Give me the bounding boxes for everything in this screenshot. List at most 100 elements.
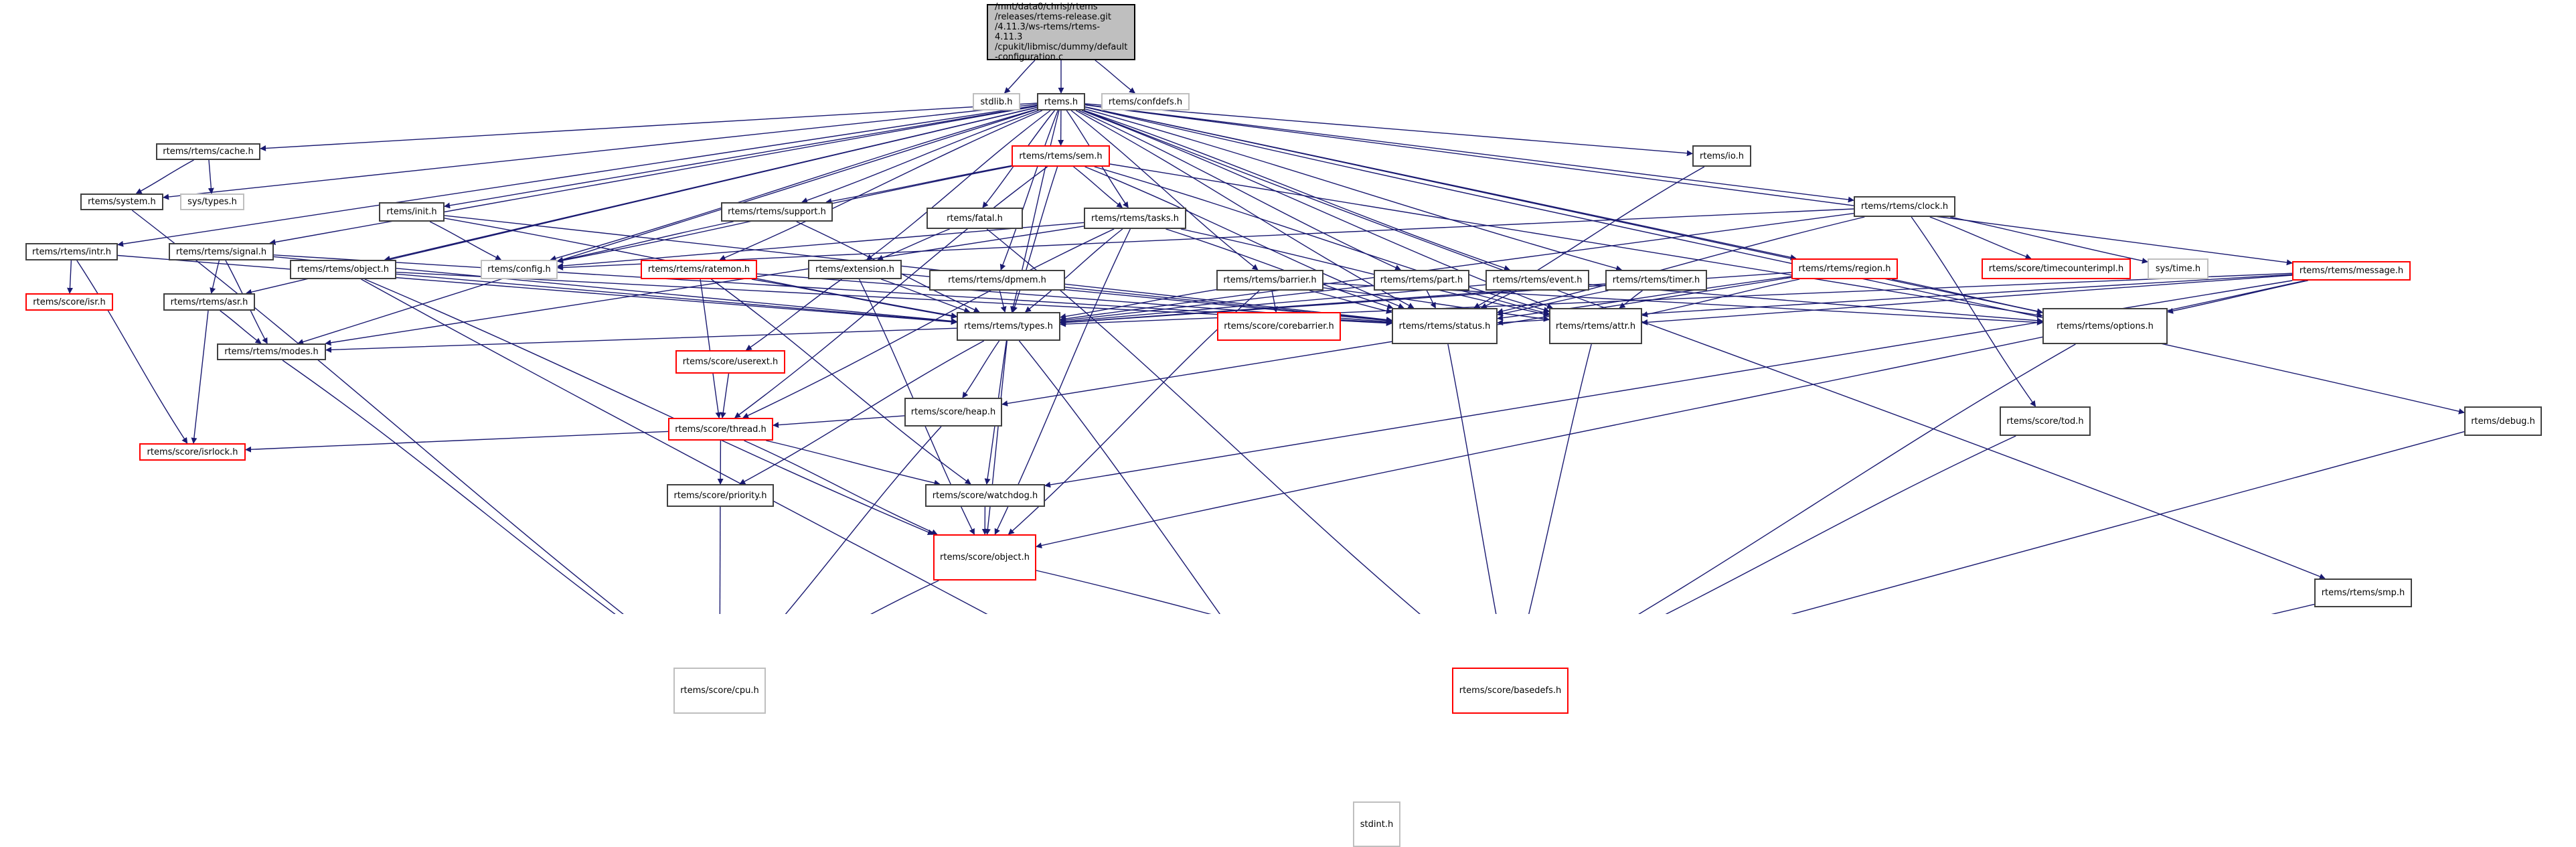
- node-system[interactable]: rtems/system.h: [80, 194, 163, 210]
- node-signal[interactable]: rtems/rtems/signal.h: [169, 243, 274, 260]
- edge-sem-to-support: [826, 166, 1012, 203]
- edge-objecth-to-stdint: [361, 279, 1354, 614]
- edge-userext-to-thread: [722, 374, 729, 418]
- edge-rtems-to-barrier: [1071, 110, 1258, 270]
- node-corebarrier[interactable]: rtems/score/corebarrier.h: [1217, 312, 1341, 341]
- node-cache[interactable]: rtems/rtems/cache.h: [156, 143, 260, 160]
- node-event[interactable]: rtems/rtems/event.h: [1485, 270, 1589, 291]
- edge-types-to-modes: [326, 328, 957, 350]
- node-options[interactable]: rtems/rtems/options.h: [2042, 308, 2168, 344]
- node-extension[interactable]: rtems/extension.h: [808, 260, 902, 279]
- edge-fatal-to-extension: [878, 229, 950, 260]
- node-stdlib: stdlib.h: [973, 93, 1020, 110]
- node-tasks[interactable]: rtems/rtems/tasks.h: [1084, 208, 1186, 229]
- root-path-line: /releases/rtems-release.git: [995, 12, 1111, 22]
- node-io[interactable]: rtems/io.h: [1692, 145, 1751, 167]
- node-systypes: sys/types.h: [180, 194, 244, 210]
- root-path-line: -configuration.c: [995, 52, 1063, 62]
- node-modes[interactable]: rtems/rtems/modes.h: [217, 343, 326, 360]
- edge-clock-to-systime: [1950, 217, 2148, 262]
- node-thread[interactable]: rtems/score/thread.h: [668, 418, 773, 441]
- node-part[interactable]: rtems/rtems/part.h: [1374, 270, 1469, 291]
- node-dpmem[interactable]: rtems/rtems/dpmem.h: [929, 270, 1065, 291]
- node-fatal[interactable]: rtems/fatal.h: [927, 208, 1023, 229]
- node-tod[interactable]: rtems/score/tod.h: [2000, 406, 2091, 436]
- edge-clock-to-types: [1060, 214, 1854, 319]
- edge-message-to-options: [2168, 281, 2308, 312]
- node-message[interactable]: rtems/rtems/message.h: [2292, 261, 2411, 281]
- edge-attr-to-basedefs: [1516, 344, 1591, 614]
- edge-rtems-to-message: [1085, 105, 2292, 263]
- edge-rtems-to-smp: [1084, 110, 2326, 579]
- node-watchdog[interactable]: rtems/score/watchdog.h: [925, 484, 1045, 507]
- node-systime: sys/time.h: [2148, 258, 2208, 279]
- node-types[interactable]: rtems/rtems/types.h: [957, 312, 1060, 341]
- node-timecounter[interactable]: rtems/score/timecounterimpl.h: [1982, 258, 2131, 279]
- root-path-line: /cpukit/libmisc/dummy/default: [995, 42, 1127, 52]
- edge-asr-to-isrlock: [193, 311, 208, 443]
- edge-message-to-attr: [1642, 275, 2292, 323]
- edge-ratemon-to-thread: [700, 279, 719, 418]
- edge-rtems-to-support: [802, 110, 1039, 202]
- node-status[interactable]: rtems/rtems/status.h: [1392, 308, 1498, 344]
- edge-rtems-to-signal: [270, 106, 1037, 243]
- edge-rtems-to-part: [1078, 110, 1400, 270]
- node-scoreobject[interactable]: rtems/score/object.h: [933, 534, 1036, 581]
- node-attr[interactable]: rtems/rtems/attr.h: [1549, 308, 1642, 344]
- edge-rtems-to-timer: [1085, 109, 1621, 270]
- edge-objecth-to-scoreobject: [365, 279, 933, 534]
- edge-objecth-to-types: [396, 274, 957, 322]
- edge-heap-to-cpu: [739, 427, 941, 614]
- node-init[interactable]: rtems/init.h: [379, 202, 445, 222]
- root-path-line: /4.11.3/ws-rtems/rtems-4.11.3: [995, 22, 1127, 42]
- edge-modes-to-cpu: [283, 360, 689, 614]
- node-clock[interactable]: rtems/rtems/clock.h: [1854, 196, 1955, 217]
- edge-init-to-config: [430, 222, 501, 260]
- node-isr[interactable]: rtems/score/isr.h: [25, 293, 113, 311]
- edge-rtems-to-intr: [118, 106, 1037, 245]
- dependency-graph: [0, 0, 2576, 614]
- node-heap[interactable]: rtems/score/heap.h: [904, 398, 1002, 427]
- edge-scoreobject-to-basedefs: [1036, 570, 1452, 614]
- node-sem[interactable]: rtems/rtems/sem.h: [1012, 145, 1110, 167]
- edge-scoreobject-to-cpu: [766, 581, 939, 614]
- node-ratemon[interactable]: rtems/rtems/ratemon.h: [641, 260, 757, 279]
- edge-rtems-to-event: [1084, 110, 1510, 270]
- edge-smp-to-stdint: [1400, 605, 2314, 614]
- node-asr[interactable]: rtems/rtems/asr.h: [163, 293, 255, 311]
- edge-intr-to-isr: [70, 260, 71, 293]
- node-cpu: rtems/score/cpu.h: [673, 668, 766, 714]
- edge-rtems-to-config: [550, 109, 1037, 260]
- edge-cache-to-systypes: [209, 160, 212, 194]
- node-priority[interactable]: rtems/score/priority.h: [667, 484, 774, 507]
- edge-intr-to-isrlock: [77, 260, 187, 443]
- edge-heap-to-thread: [773, 416, 904, 425]
- edge-thread-to-watchdog: [766, 441, 939, 484]
- edge-part-to-status: [1427, 291, 1435, 308]
- edge-root-to-confdefs: [1095, 60, 1135, 93]
- node-confdefs: rtems/confdefs.h: [1101, 93, 1190, 110]
- edge-extension-to-userext: [746, 279, 842, 350]
- node-userext[interactable]: rtems/score/userext.h: [675, 350, 785, 374]
- node-objecth[interactable]: rtems/rtems/object.h: [290, 260, 396, 279]
- node-isrlock[interactable]: rtems/score/isrlock.h: [139, 443, 246, 461]
- edge-system-to-cpu: [132, 210, 692, 614]
- edge-asr-to-modes: [220, 311, 261, 343]
- edge-status-to-basedefs: [1448, 344, 1506, 614]
- node-basedefs[interactable]: rtems/score/basedefs.h: [1452, 668, 1568, 714]
- node-debug[interactable]: rtems/debug.h: [2464, 406, 2542, 436]
- node-timer[interactable]: rtems/rtems/timer.h: [1605, 270, 1707, 291]
- node-support[interactable]: rtems/rtems/support.h: [721, 202, 833, 222]
- edge-ratemon-to-types: [752, 279, 957, 317]
- root-path-line: /mnt/data0/chrisj/rtems: [995, 2, 1098, 12]
- node-region[interactable]: rtems/rtems/region.h: [1791, 258, 1898, 279]
- edge-thread-to-isrlock: [246, 431, 668, 449]
- node-intr[interactable]: rtems/rtems/intr.h: [25, 243, 118, 260]
- node-stdint: stdint.h: [1353, 801, 1400, 847]
- node-barrier[interactable]: rtems/rtems/barrier.h: [1216, 270, 1323, 291]
- node-rtems[interactable]: rtems.h: [1037, 93, 1085, 110]
- node-config: rtems/config.h: [481, 260, 558, 279]
- node-smp[interactable]: rtems/rtems/smp.h: [2314, 579, 2412, 607]
- node-root-source-file: /mnt/data0/chrisj/rtems/releases/rtems-r…: [987, 4, 1135, 60]
- edge-init-to-status: [445, 216, 1392, 320]
